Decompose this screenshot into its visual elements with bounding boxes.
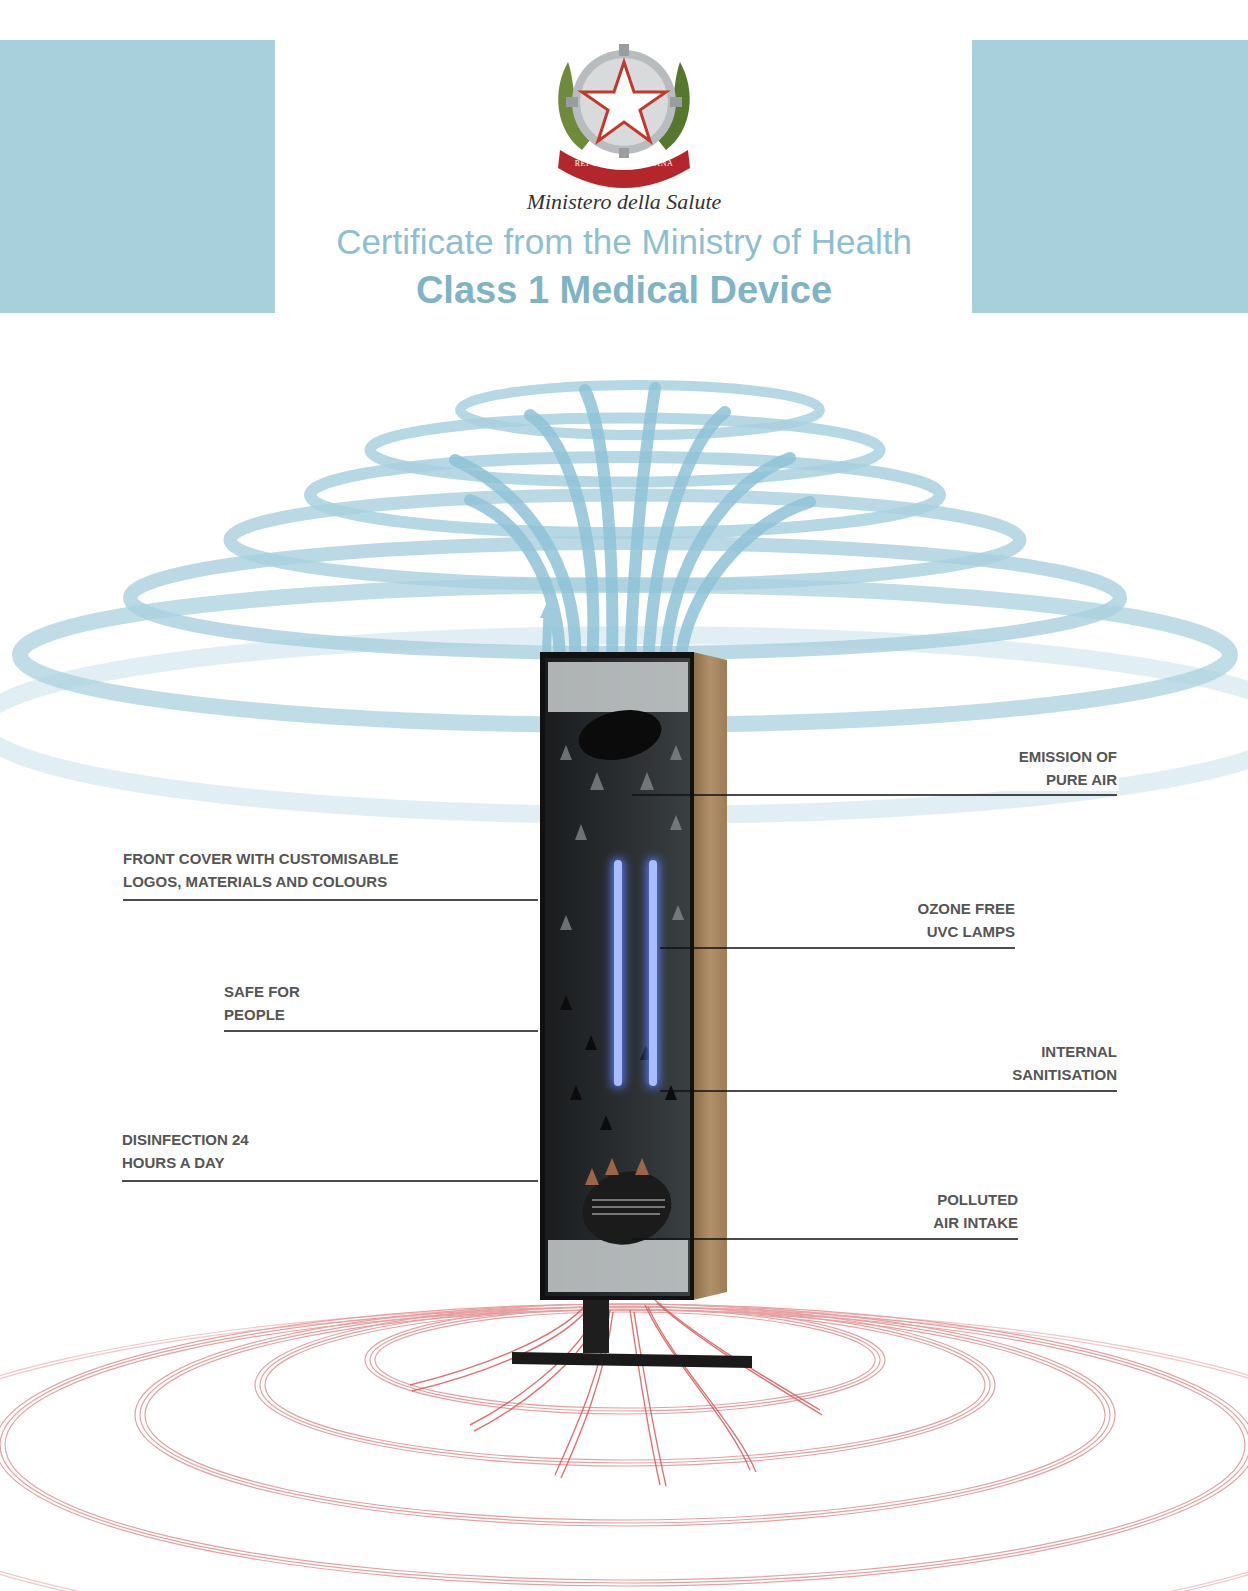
title: Certificate from the Ministry of Health	[0, 219, 1248, 265]
subtitle: Class 1 Medical Device	[0, 267, 1248, 313]
air-rings	[0, 385, 1248, 815]
callout-label: INTERNAL SANITISATION	[993, 1040, 1119, 1086]
intake-streams	[410, 1300, 822, 1486]
callout-label: OZONE FREE UVC LAMPS	[901, 897, 1017, 943]
leader-line	[122, 795, 1117, 1239]
callout-label: POLLUTED AIR INTAKE	[919, 1188, 1020, 1234]
emblem	[558, 44, 690, 188]
air-streams	[455, 388, 810, 690]
callout-label: DISINFECTION 24 HOURS A DAY	[120, 1128, 254, 1174]
emblem-ribbon: REPVBBLICA ITALIANA	[574, 158, 674, 169]
callout-label: EMISSION OF PURE AIR	[990, 745, 1119, 791]
header-bar	[972, 40, 1248, 313]
intake-rings	[0, 1304, 1248, 1591]
callout-label: FRONT COVER WITH CUSTOMISABLE LOGOS, MAT…	[121, 847, 415, 893]
device-tower	[512, 652, 752, 1368]
ministry-name: Ministero della Salute	[0, 188, 1248, 216]
callout-label: SAFE FOR PEOPLE	[222, 980, 326, 1026]
header-bar	[0, 40, 275, 313]
